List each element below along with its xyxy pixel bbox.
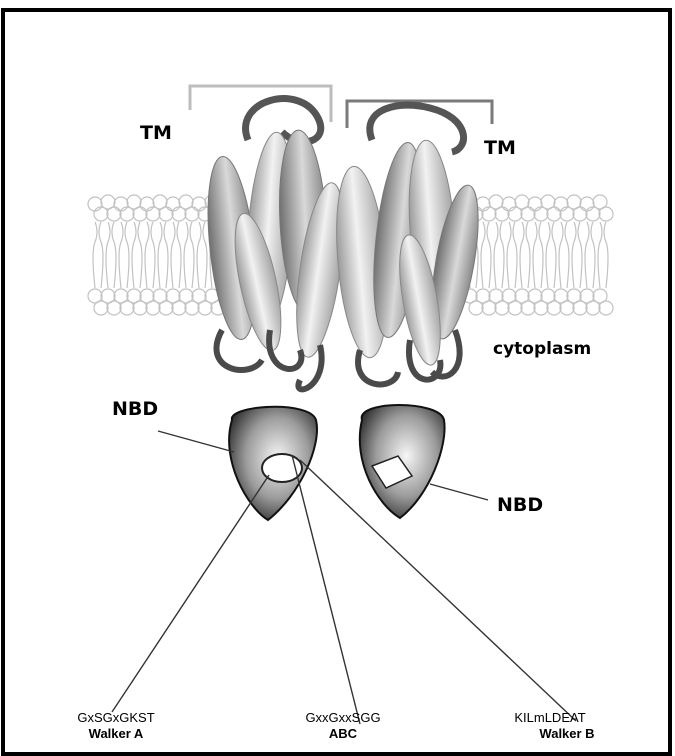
lipid-head — [166, 197, 180, 211]
cytoplasm-label: cytoplasm — [493, 339, 591, 359]
lipid-head — [107, 207, 121, 221]
lipid-tail — [158, 222, 168, 288]
lipid-tail — [145, 222, 155, 288]
lipid-tail — [572, 222, 582, 288]
tm-label-left: TM — [140, 122, 172, 144]
lipid-tail — [119, 222, 129, 288]
lipid-head — [502, 197, 516, 211]
lipid-head — [495, 207, 509, 221]
lipid-head — [88, 197, 102, 211]
pointer-lines — [112, 431, 576, 724]
motif-sequence: GxxGxxSGG — [298, 710, 388, 726]
lipid-tail — [533, 222, 543, 288]
lipid-tail — [507, 222, 517, 288]
tm-domain-left — [201, 99, 353, 390]
lipid-head — [114, 197, 128, 211]
lipid-head — [192, 197, 206, 211]
nbd-label-right: NBD — [497, 494, 543, 516]
motif-abc: GxxGxxSGG ABC — [298, 710, 388, 742]
lipid-tail — [481, 222, 491, 288]
lipid-tail — [494, 222, 504, 288]
lipid-tail — [171, 222, 181, 288]
lipid-head — [133, 207, 147, 221]
lipid-head — [573, 207, 587, 221]
lipid-head — [554, 197, 568, 211]
motif-name: Walker A — [72, 726, 160, 742]
lipid-head — [159, 207, 173, 221]
lipid-tail — [93, 222, 103, 288]
lipid-tail — [106, 222, 116, 288]
motif-walker-b: KILmLDEAT Walker B — [490, 710, 610, 742]
lipid-tail — [585, 222, 595, 288]
lipid-tail — [184, 222, 194, 288]
lipid-head — [185, 207, 199, 221]
nbd-label-left: NBD — [112, 398, 158, 420]
lipid-head — [547, 207, 561, 221]
motif-sequence: GxSGxGKST — [72, 710, 160, 726]
tm-domain-right — [330, 105, 488, 384]
lipid-tail — [598, 222, 608, 288]
lipid-head — [580, 197, 594, 211]
lipid-tail — [559, 222, 569, 288]
nbd-right-domain — [360, 405, 445, 518]
motif-walker-a: GxSGxGKST Walker A — [72, 710, 160, 742]
lipid-tail — [546, 222, 556, 288]
motif-name: ABC — [298, 726, 388, 742]
lipid-head — [140, 197, 154, 211]
lipid-head — [599, 301, 613, 315]
lipid-head — [528, 197, 542, 211]
lipid-head — [521, 207, 535, 221]
lipid-tail — [132, 222, 142, 288]
motif-sequence: KILmLDEAT — [490, 710, 610, 726]
lipid-head — [599, 207, 613, 221]
tm-label-right: TM — [484, 137, 516, 159]
lipid-tail — [197, 222, 207, 288]
figure-border — [3, 10, 670, 754]
motif-name: Walker B — [490, 726, 610, 742]
lipid-tail — [520, 222, 530, 288]
